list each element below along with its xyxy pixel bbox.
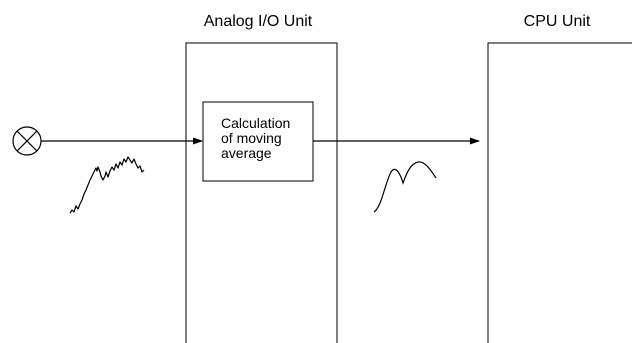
cpu-unit-box [487, 42, 632, 343]
process-line-2: of moving [221, 130, 282, 146]
process-line-1: Calculation [221, 115, 290, 131]
noisy-waveform-icon [69, 156, 145, 214]
cpu-unit-title: CPU Unit [524, 13, 591, 30]
smooth-waveform-icon [373, 161, 437, 213]
process-line-3: average [221, 145, 272, 161]
circle-x-icon [12, 126, 42, 156]
analog-unit-title: Analog I/O Unit [204, 13, 313, 30]
analog-unit-box [185, 42, 338, 343]
moving-average-box [202, 101, 314, 182]
